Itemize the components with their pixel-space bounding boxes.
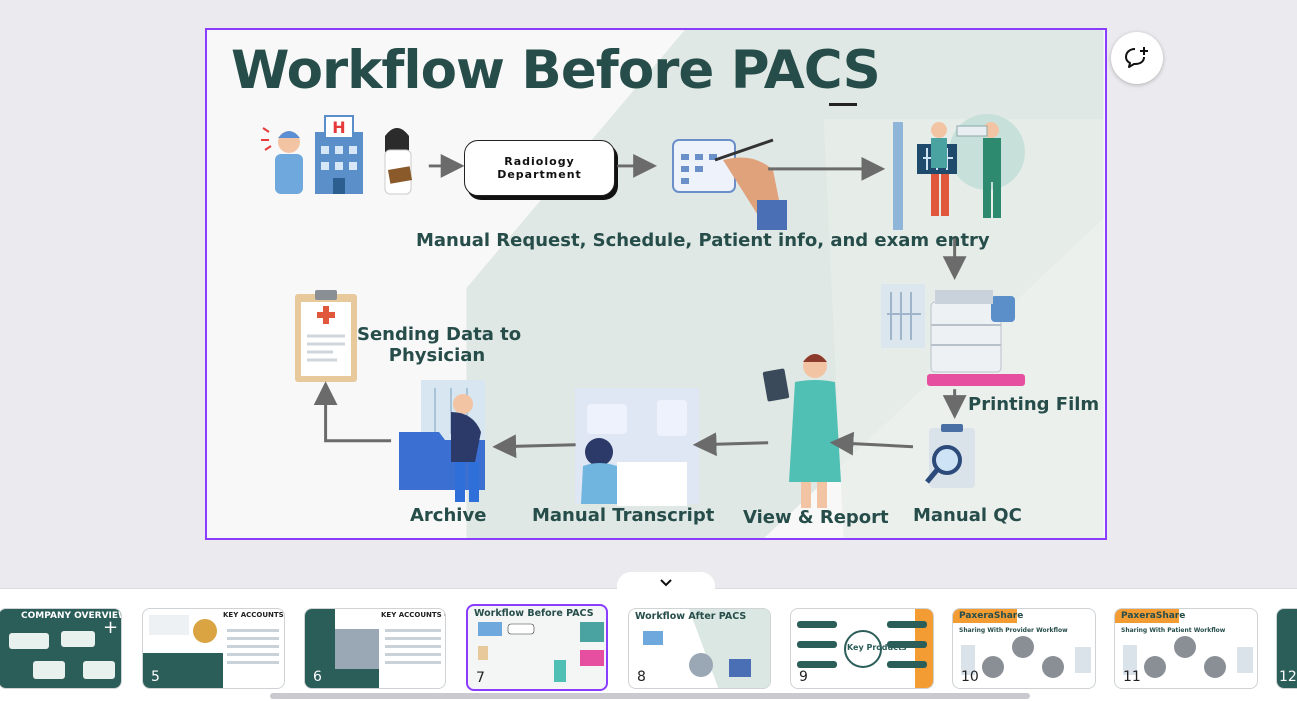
- thumb-number: 5: [151, 669, 160, 685]
- thumb-preview: [478, 622, 604, 682]
- sending-data-line-1: Sending Data to: [357, 324, 522, 345]
- slide-thumbnail-7[interactable]: Workflow Before PACS 7: [466, 604, 608, 691]
- thumb-preview: [305, 609, 441, 688]
- thumb-title: Workflow Before PACS: [474, 608, 594, 619]
- slide-thumbnail-8[interactable]: Workflow After PACS 8: [628, 608, 771, 689]
- qc-clipboard-illustration: [925, 424, 975, 488]
- thumb-number: 7: [476, 670, 485, 686]
- view-report-label: View & Report: [743, 507, 889, 528]
- comment-plus-icon: [1125, 47, 1148, 68]
- chevron-down-icon: [660, 579, 672, 587]
- thumb-preview: [643, 609, 770, 688]
- slide-thumbnail-6[interactable]: KEY ACCOUNTS Gov Section 6: [304, 608, 446, 689]
- thumb-title: KEY ACCOUNTS Private Sector: [223, 611, 284, 619]
- thumb-subtitle: Sharing With Provider Workflow: [959, 627, 1068, 634]
- doctor-view-illustration: [762, 354, 841, 508]
- slide-thumbnail-9[interactable]: Key Products 9: [790, 608, 934, 689]
- slide-thumbnail-10[interactable]: PaxeraShare Sharing With Provider Workfl…: [952, 608, 1096, 689]
- printing-film-label: Printing Film: [968, 394, 1100, 415]
- thumb-preview: [953, 609, 1091, 678]
- svg-text:+: +: [103, 617, 118, 638]
- radiology-department-box: Radiology Department: [464, 140, 615, 196]
- thumb-preview: [143, 615, 279, 688]
- archive-label: Archive: [410, 505, 487, 526]
- manual-transcript-label: Manual Transcript: [532, 505, 715, 526]
- thumb-title: Workflow After PACS: [635, 611, 747, 622]
- sending-data-label: Sending Data to Physician: [357, 324, 522, 366]
- page-title[interactable]: Workflow Before PACS: [231, 40, 881, 101]
- thumb-number: 8: [637, 669, 646, 685]
- archive-illustration: [399, 380, 485, 502]
- thumb-number: 6: [313, 669, 322, 685]
- filmstrip-scrollbar[interactable]: [270, 693, 1030, 699]
- slide-thumbnail-12[interactable]: 12: [1276, 608, 1297, 689]
- hospital-illustration: H: [261, 115, 413, 195]
- thumb-title: PaxeraShare: [959, 611, 1024, 621]
- radiology-box-line-2: Department: [497, 168, 582, 181]
- thumb-title: Key Products: [847, 643, 907, 652]
- physician-report-illustration: [295, 290, 357, 382]
- manual-qc-label: Manual QC: [913, 505, 1022, 526]
- thumb-number: 10: [961, 669, 979, 685]
- xray-room-illustration: [893, 114, 1025, 230]
- thumb-preview: [797, 609, 933, 688]
- thumb-number: 9: [799, 669, 808, 685]
- svg-text:H: H: [332, 118, 345, 137]
- thumb-preview: +: [9, 617, 118, 679]
- thumb-number: 11: [1123, 669, 1141, 685]
- thumb-title: PaxeraShare: [1121, 611, 1186, 621]
- thumb-preview: [1115, 609, 1253, 678]
- collapse-filmstrip-button[interactable]: [617, 572, 715, 594]
- thumb-subtitle: Sharing With Patient Workflow: [1121, 627, 1226, 634]
- slide-thumbnail-11[interactable]: PaxeraShare Sharing With Patient Workflo…: [1114, 608, 1258, 689]
- add-comment-button[interactable]: [1111, 32, 1163, 84]
- slide-thumbnail-5[interactable]: KEY ACCOUNTS Private Sector 5: [142, 608, 285, 689]
- slide-thumbnail-4[interactable]: COMPANY OVERVIEW +: [0, 608, 122, 689]
- thumb-number: 12: [1279, 669, 1297, 685]
- thumb-title: COMPANY OVERVIEW: [21, 611, 122, 621]
- transcript-illustration: [575, 388, 699, 506]
- manual-request-label: Manual Request, Schedule, Patient info, …: [416, 230, 990, 251]
- thumb-title: KEY ACCOUNTS Gov Section: [381, 611, 445, 619]
- sending-data-line-2: Physician: [388, 345, 486, 366]
- calendar-illustration: [672, 138, 787, 230]
- film-printer-illustration: [881, 284, 1025, 386]
- text-cursor: [829, 103, 857, 106]
- slide-canvas[interactable]: Workflow Before PACS H Radiology Departm…: [205, 28, 1107, 540]
- radiology-box-line-1: Radiology: [504, 155, 575, 168]
